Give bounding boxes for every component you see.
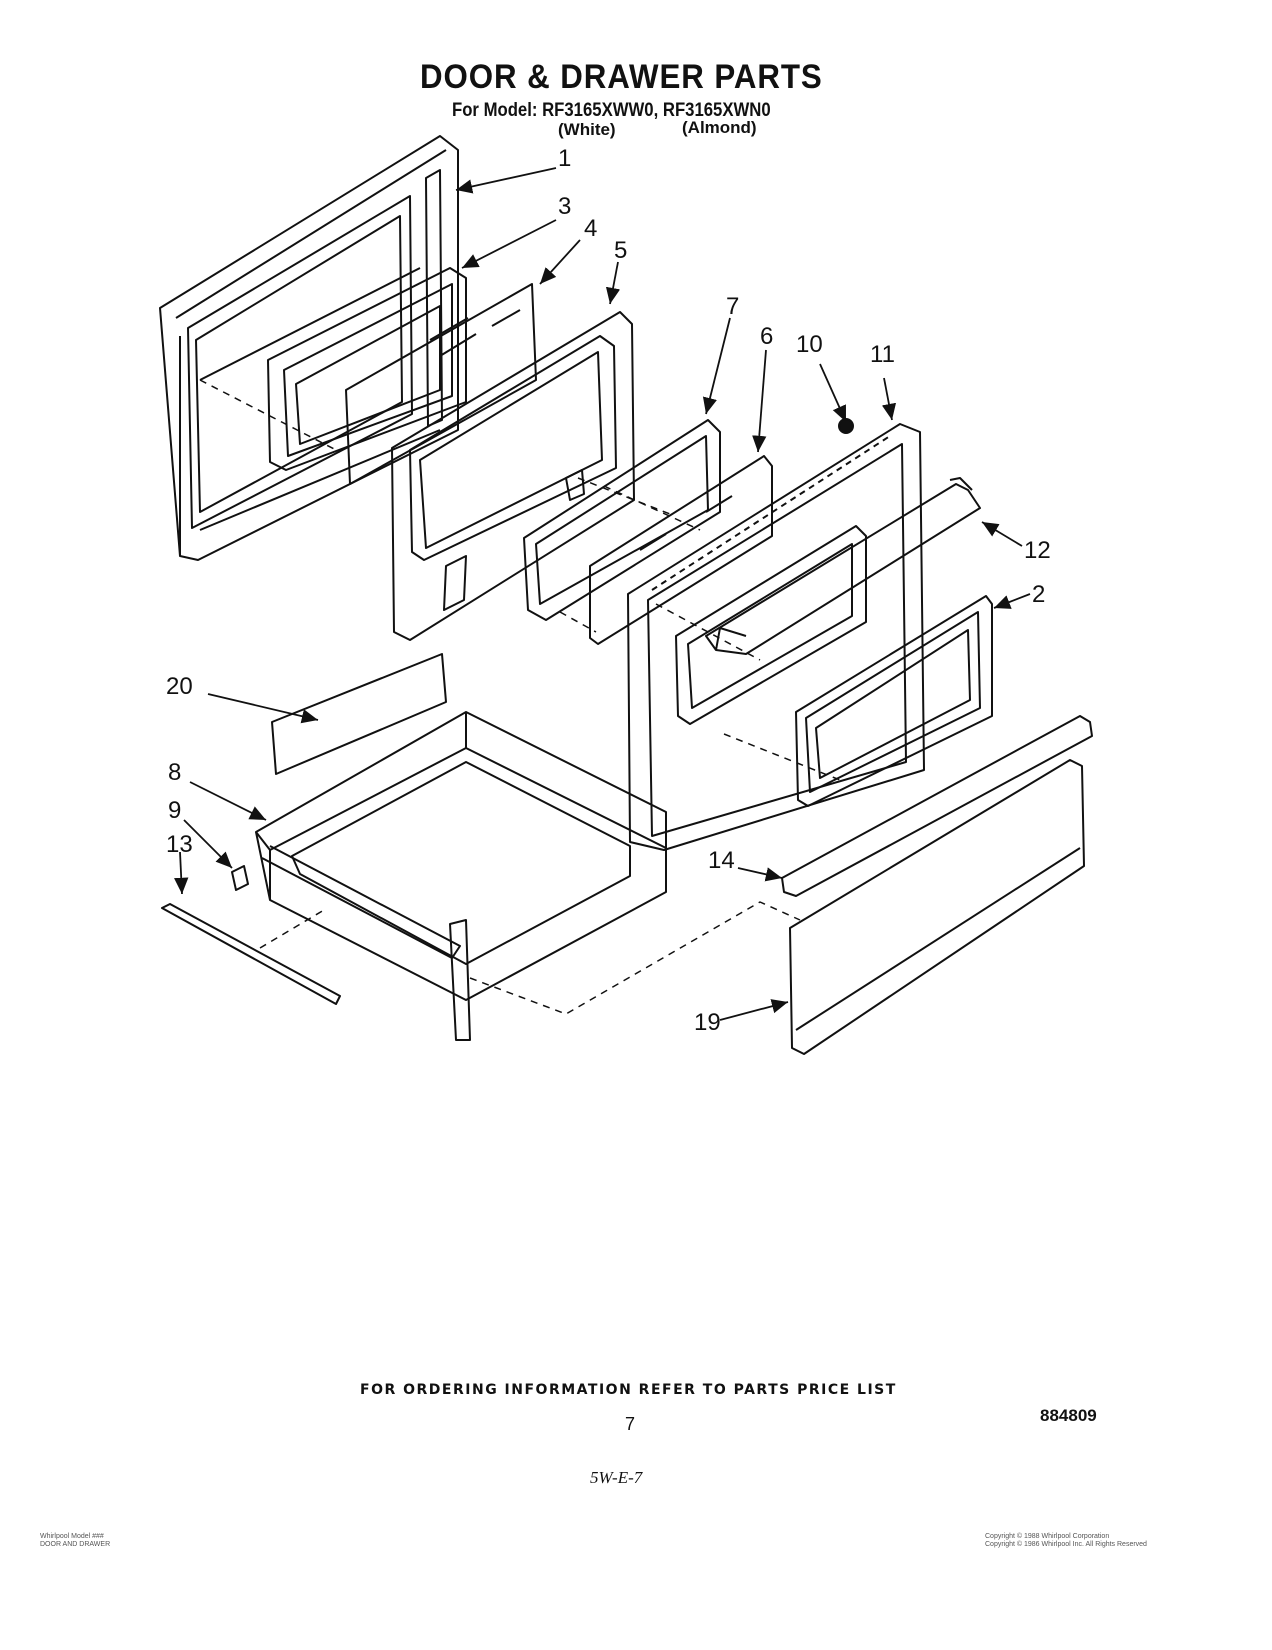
callout-6: 6 [760, 323, 773, 350]
callout-arrows [174, 167, 1031, 1021]
part-19-drawer-front-panel [789, 759, 1085, 1055]
part-4-glass-panel [345, 283, 537, 485]
model-line: For Model: RF3165XWW0, RF3165XWN0 [452, 100, 771, 121]
part-13-drawer-runner [161, 903, 341, 1005]
part-20-filler-strip [271, 653, 447, 775]
variant-white: (White) [558, 120, 616, 139]
page-number: 7 [625, 1414, 636, 1434]
handwritten-mark: 5W-E-7 [590, 1468, 643, 1487]
part-8-drawer-body [255, 711, 667, 1001]
part-12-door-handle [705, 477, 981, 655]
part-3-door-frame [267, 267, 467, 471]
assembly-guide-lines [199, 379, 841, 1015]
callout-5: 5 [614, 237, 627, 264]
part-10-screw [838, 418, 854, 434]
drawer-slide-rail [261, 845, 471, 1041]
part-5-inner-door-panel [391, 311, 635, 641]
callout-4: 4 [584, 215, 597, 242]
document-number: 884809 [1040, 1406, 1097, 1425]
callout-3: 3 [558, 193, 571, 220]
callout-1: 1 [558, 145, 571, 172]
callout-8: 8 [168, 759, 181, 786]
callout-7: 7 [726, 293, 739, 320]
part-1-outer-door-panel [159, 135, 459, 561]
ordering-note: FOR ORDERING INFORMATION REFER TO PARTS … [360, 1382, 897, 1398]
variant-almond: (Almond) [682, 118, 757, 137]
part-11-front-door-frame [627, 423, 925, 851]
page-title: DOOR & DRAWER PARTS [420, 58, 823, 96]
callout-9: 9 [168, 797, 181, 824]
callout-11: 11 [870, 341, 895, 368]
fine-print-right: Copyright © 1988 Whirlpool Corporation C… [985, 1533, 1147, 1548]
callout-10: 10 [796, 331, 823, 358]
callout-12: 12 [1024, 537, 1051, 564]
part-7-gasket-frame [523, 419, 721, 621]
fine-print-left: Whirlpool Model ### DOOR AND DRAWER [40, 1533, 111, 1548]
callout-20: 20 [166, 673, 193, 700]
callout-2: 2 [1032, 581, 1045, 608]
part-14-drawer-front-trim [781, 715, 1093, 897]
callout-13: 13 [166, 831, 193, 858]
part-6-inner-glass [589, 455, 773, 645]
callout-19: 19 [694, 1009, 721, 1036]
part-9-drawer-glide [231, 865, 249, 891]
part-2-window-frame [795, 595, 993, 807]
callout-14: 14 [708, 847, 735, 874]
